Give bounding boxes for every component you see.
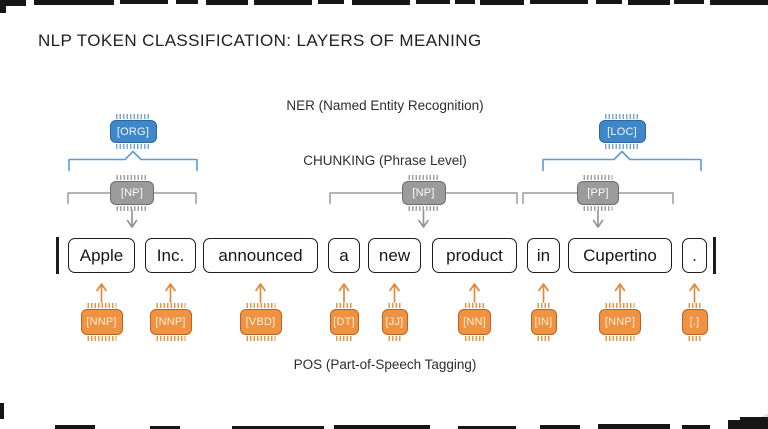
edge-artifact-bottom	[55, 425, 95, 429]
token-box: Inc.	[145, 238, 196, 273]
sentence-boundary-marker	[713, 237, 716, 274]
token-box: a	[328, 238, 360, 273]
chunk-chip: [NP]	[110, 181, 154, 205]
edge-artifact-bottom	[150, 426, 180, 429]
edge-artifact-top	[0, 0, 6, 13]
pos-chip: [DT]	[329, 309, 359, 335]
pos-chip: [IN]	[530, 309, 557, 335]
edge-artifact-left	[0, 403, 4, 419]
pos-chip: [VBD]	[239, 309, 282, 335]
edge-artifact-top	[0, 0, 26, 6]
edge-artifact-top	[120, 0, 168, 4]
pos-arrowhead-icon	[614, 283, 626, 292]
edge-artifact-top	[416, 0, 450, 4]
pos-chip: [NNP]	[149, 309, 192, 335]
edge-artifact-bottom	[740, 417, 768, 429]
pos-layer-label: POS (Part-of-Speech Tagging)	[293, 357, 477, 372]
chunk-arrowhead-icon	[418, 219, 429, 228]
ner-bracket	[68, 150, 198, 172]
pos-arrowhead-icon	[538, 283, 549, 292]
token-box: product	[432, 238, 517, 273]
edge-artifact-top	[480, 0, 524, 5]
edge-artifact-top	[176, 0, 198, 4]
edge-artifact-top	[628, 0, 670, 5]
chunking-layer-label: CHUNKING (Phrase Level)	[303, 153, 467, 168]
edge-artifact-top	[674, 0, 704, 4]
pos-arrowhead-icon	[165, 283, 176, 292]
token-box: Cupertino	[568, 238, 672, 273]
edge-artifact-bottom	[334, 425, 430, 429]
edge-artifact-top	[596, 0, 622, 4]
edge-artifact-bottom	[232, 426, 324, 429]
edge-artifact-top	[530, 0, 588, 4]
pos-arrowhead-icon	[255, 283, 266, 292]
chunk-chip: [PP]	[577, 181, 619, 205]
edge-artifact-bottom	[598, 424, 670, 429]
pos-arrowhead-icon	[338, 283, 350, 292]
edge-artifact-top	[318, 0, 344, 4]
token-box: announced	[203, 238, 318, 273]
pos-chip: [.]	[681, 309, 708, 335]
token-box: Apple	[68, 238, 135, 273]
token-box: in	[527, 238, 560, 273]
edge-artifact-top	[455, 0, 475, 4]
pos-chip: [JJ]	[381, 309, 408, 335]
pos-chip: [NNP]	[599, 309, 641, 335]
sentence-boundary-marker	[56, 237, 59, 274]
edge-artifact-top	[206, 0, 248, 5]
page-title: NLP TOKEN CLASSIFICATION: LAYERS OF MEAN…	[38, 31, 482, 50]
token-box: .	[682, 238, 707, 273]
ner-chip: [LOC]	[598, 120, 646, 143]
edge-artifact-bottom	[540, 425, 580, 429]
chunk-chip: [NP]	[401, 181, 446, 205]
edge-artifact-top	[254, 0, 312, 5]
edge-artifact-top	[352, 0, 410, 5]
pos-chip: [NNP]	[80, 309, 123, 335]
ner-chip: [ORG]	[109, 120, 157, 143]
pos-arrowhead-icon	[389, 283, 400, 292]
edge-artifact-bottom	[458, 426, 516, 429]
edge-artifact-top	[710, 0, 768, 5]
chunk-arrowhead-icon	[126, 219, 138, 228]
edge-artifact-bottom	[682, 425, 710, 429]
pos-arrowhead-icon	[689, 283, 700, 292]
token-box: new	[368, 238, 421, 273]
pos-arrowhead-icon	[469, 283, 480, 292]
edge-artifact-top	[34, 0, 114, 5]
chunk-arrowhead-icon	[592, 219, 604, 228]
ner-bracket	[542, 150, 702, 172]
pos-chip: [NN]	[458, 309, 491, 335]
pos-arrowhead-icon	[96, 283, 107, 292]
ner-layer-label: NER (Named Entity Recognition)	[286, 98, 484, 113]
